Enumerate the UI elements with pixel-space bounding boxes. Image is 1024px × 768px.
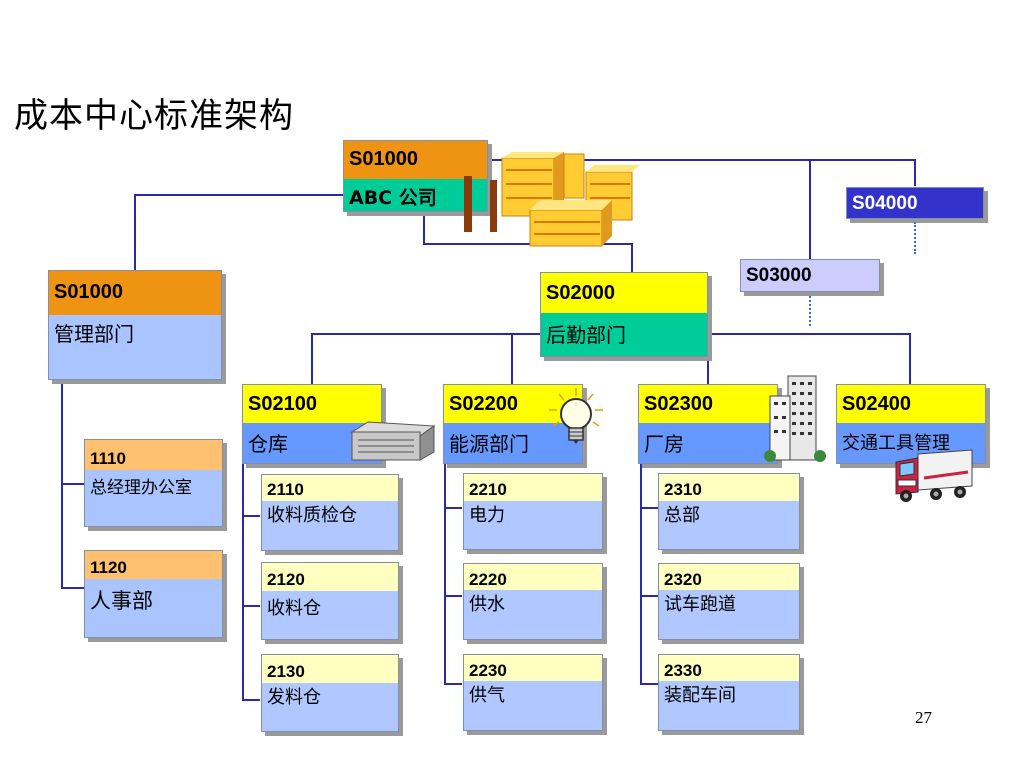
node-name: 人事部 bbox=[85, 579, 222, 637]
page-number: 27 bbox=[915, 708, 932, 727]
node-2310: 2310 总部 bbox=[658, 473, 800, 550]
node-name: 收料仓 bbox=[262, 591, 398, 639]
node-code: 2310 bbox=[659, 474, 799, 501]
node-code: 2230 bbox=[464, 655, 602, 681]
page-title: 成本中心标准架构 bbox=[14, 96, 294, 136]
node-2210: 2210 电力 bbox=[463, 473, 603, 550]
node-2110: 2110 收料质检仓 bbox=[261, 474, 399, 551]
node-code: S03000 bbox=[746, 265, 812, 286]
node-code: S02400 bbox=[837, 385, 985, 423]
node-name: 管理部门 bbox=[49, 315, 221, 379]
node-code: 1120 bbox=[85, 551, 222, 579]
node-name: 供气 bbox=[464, 681, 602, 730]
node-code: 2120 bbox=[262, 563, 398, 591]
factory-icon bbox=[464, 152, 640, 247]
node-name: 试车跑道 bbox=[659, 590, 799, 639]
node-s03000: S03000 bbox=[740, 259, 880, 292]
node-1110: 1110 总经理办公室 bbox=[84, 439, 223, 527]
node-energy: S02200 能源部门 bbox=[443, 384, 583, 464]
node-s04000: S04000 bbox=[846, 187, 984, 219]
node-name: 电力 bbox=[464, 501, 602, 549]
node-warehouse: S02100 仓库 bbox=[242, 384, 382, 464]
node-name: ABC 公司 bbox=[344, 179, 487, 211]
node-name: 装配车间 bbox=[659, 681, 799, 730]
node-name: 交通工具管理 bbox=[837, 423, 985, 463]
node-code: S01000 bbox=[49, 271, 221, 315]
node-2130: 2130 发料仓 bbox=[261, 654, 399, 732]
node-logistics-dept: S02000 后勤部门 bbox=[540, 272, 708, 357]
node-code: 2130 bbox=[262, 655, 398, 683]
node-name: 能源部门 bbox=[444, 423, 582, 463]
node-name: 总经理办公室 bbox=[85, 470, 222, 526]
node-name: 发料仓 bbox=[262, 683, 398, 731]
node-code: S04000 bbox=[852, 193, 918, 214]
node-2320: 2320 试车跑道 bbox=[658, 563, 800, 640]
node-code: S01000 bbox=[344, 141, 487, 179]
node-vehicles: S02400 交通工具管理 bbox=[836, 384, 986, 464]
office-building-icon bbox=[764, 375, 826, 462]
node-code: 1110 bbox=[85, 440, 222, 470]
node-code: 2110 bbox=[262, 475, 398, 501]
node-2230: 2230 供气 bbox=[463, 654, 603, 731]
node-plant: S02300 厂房 bbox=[638, 384, 778, 464]
node-code: 2320 bbox=[659, 564, 799, 590]
node-code: 2330 bbox=[659, 655, 799, 681]
node-management-dept: S01000 管理部门 bbox=[48, 270, 222, 380]
continuation-dots bbox=[914, 222, 916, 254]
node-code: S02200 bbox=[444, 385, 582, 423]
node-name: 收料质检仓 bbox=[262, 501, 398, 550]
node-code: S02100 bbox=[243, 385, 381, 423]
node-name: 厂房 bbox=[639, 423, 777, 463]
node-2220: 2220 供水 bbox=[463, 563, 603, 640]
truck-icon bbox=[895, 449, 973, 502]
continuation-dots bbox=[809, 296, 811, 326]
node-code: S02000 bbox=[541, 273, 707, 313]
node-name: 总部 bbox=[659, 501, 799, 549]
warehouse-icon bbox=[350, 421, 436, 461]
node-name: 供水 bbox=[464, 590, 602, 639]
node-code: S02300 bbox=[639, 385, 777, 423]
node-name: 后勤部门 bbox=[541, 313, 707, 356]
lightbulb-icon bbox=[549, 388, 603, 444]
node-1120: 1120 人事部 bbox=[84, 550, 223, 638]
node-2120: 2120 收料仓 bbox=[261, 562, 399, 640]
root-node-abc-company: S01000 ABC 公司 bbox=[343, 140, 488, 212]
node-code: 2220 bbox=[464, 564, 602, 590]
node-2330: 2330 装配车间 bbox=[658, 654, 800, 731]
node-code: 2210 bbox=[464, 474, 602, 501]
